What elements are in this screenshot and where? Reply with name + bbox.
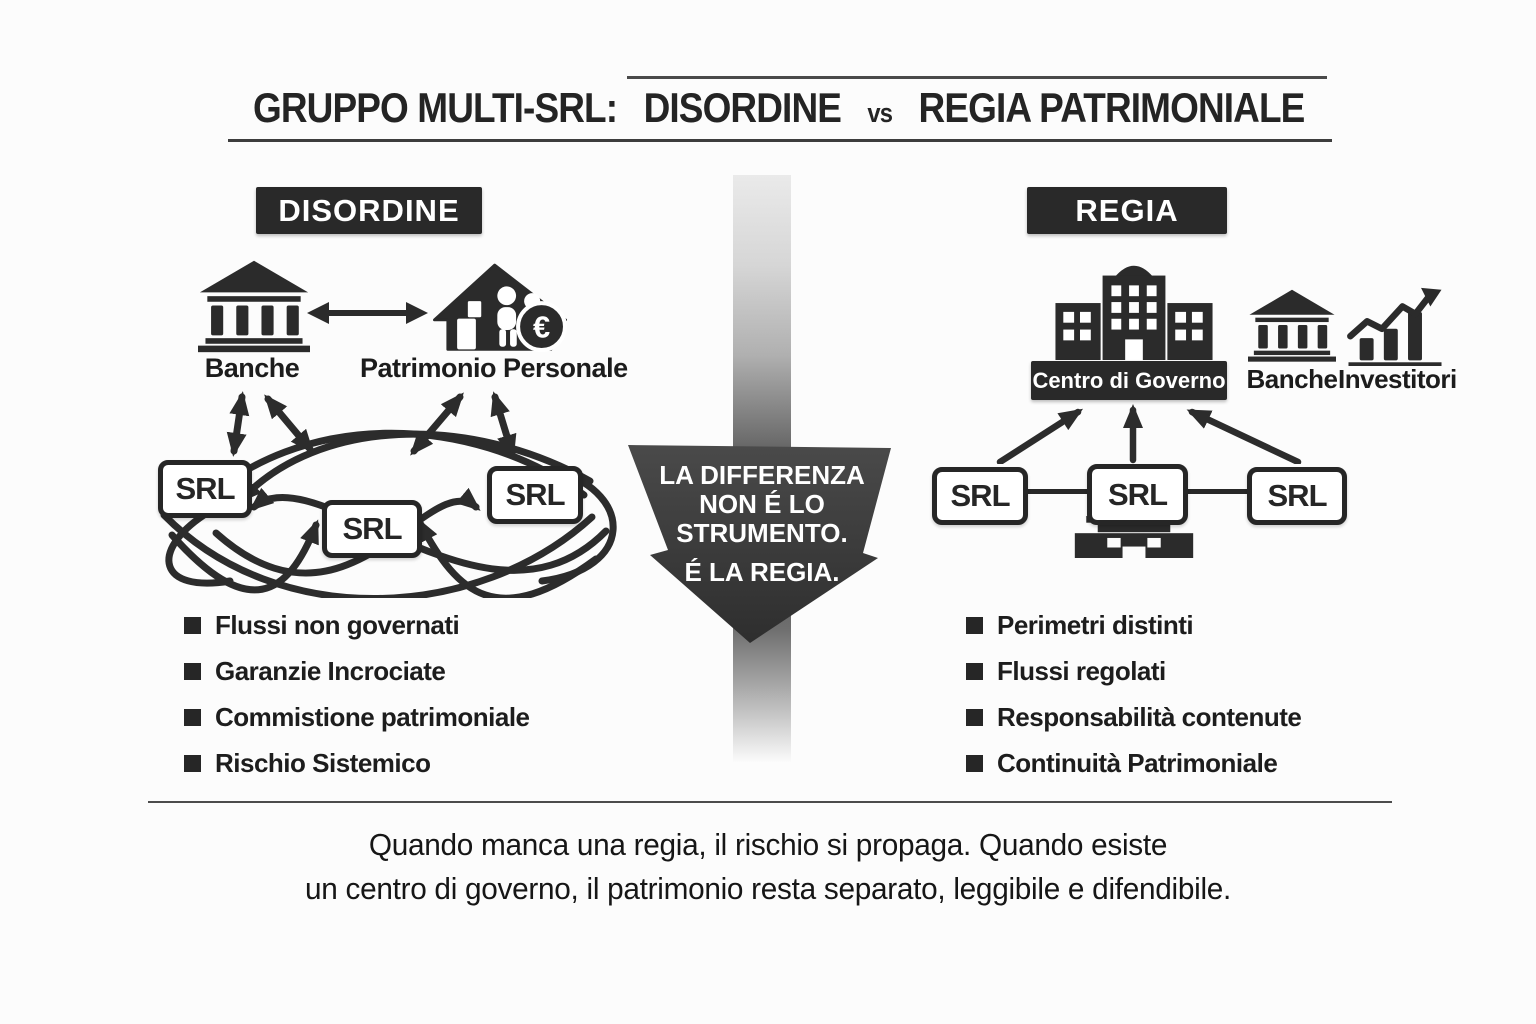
centro-di-governo-box: Centro di Governo bbox=[1031, 361, 1227, 400]
title-top-rule bbox=[627, 76, 1327, 79]
list-item: Garanzie Incrociate bbox=[184, 656, 530, 687]
bullet-square-icon bbox=[184, 755, 201, 772]
srl-connector-line bbox=[1178, 489, 1247, 494]
banche-right-text: Banche bbox=[1246, 364, 1338, 394]
growth-chart-icon bbox=[1347, 287, 1442, 366]
srl-label: SRL bbox=[175, 471, 236, 506]
bullet-square-icon bbox=[966, 617, 983, 634]
srl-box: SRL bbox=[1087, 464, 1188, 525]
bullet-text: Commistione patrimoniale bbox=[215, 702, 530, 732]
house-door bbox=[457, 318, 476, 350]
title-bottom-rule bbox=[228, 139, 1332, 142]
house-window bbox=[467, 301, 482, 318]
government-buildings-icon bbox=[1055, 265, 1213, 360]
house-family-euro-icon: € bbox=[433, 263, 567, 353]
euro-coin-icon bbox=[516, 301, 567, 353]
title-vs: vs bbox=[867, 98, 893, 128]
left-bullet-list: Flussi non governati Garanzie Incrociate… bbox=[184, 610, 530, 794]
arrow-text-line1: LA DIFFERENZA bbox=[659, 460, 865, 490]
list-item: Rischio Sistemico bbox=[184, 748, 530, 779]
banche-left-text: Banche bbox=[204, 353, 300, 383]
srl-label: SRL bbox=[950, 478, 1011, 513]
bullet-text: Responsabilità contenute bbox=[997, 702, 1302, 732]
left-panel-header: DISORDINE bbox=[256, 187, 482, 234]
list-item: Continuità Patrimoniale bbox=[966, 748, 1301, 779]
list-item: Flussi regolati bbox=[966, 656, 1301, 687]
building-windows bbox=[1063, 285, 1203, 360]
srl-connector-line bbox=[1018, 489, 1087, 494]
srl-box: SRL bbox=[932, 467, 1028, 525]
right-panel-header-label: REGIA bbox=[1075, 192, 1179, 228]
srl-box: SRL bbox=[487, 466, 583, 524]
investitori-text: Investitori bbox=[1338, 364, 1457, 394]
footer-caption: Quando manca una regia, il rischio si pr… bbox=[154, 828, 1383, 906]
arrow-text-line2: NON É LO bbox=[699, 489, 825, 519]
srl-box: SRL bbox=[158, 460, 252, 518]
center-arrow-message: LA DIFFERENZA NON É LO STRUMENTO. É LA R… bbox=[642, 461, 882, 587]
euro-symbol: € bbox=[533, 309, 550, 344]
bullet-text: Flussi regolati bbox=[997, 656, 1166, 686]
bank-building-icon bbox=[1248, 289, 1336, 362]
bullet-text: Perimetri distinti bbox=[997, 610, 1194, 640]
bullet-text: Garanzie Incrociate bbox=[215, 656, 446, 686]
bank-building-icon bbox=[198, 260, 310, 353]
governance-arrows-graphic bbox=[996, 404, 1302, 464]
banche-right-label: Banche bbox=[1244, 364, 1340, 395]
banche-left-label: Banche bbox=[192, 353, 312, 384]
bullet-text: Continuità Patrimoniale bbox=[997, 748, 1278, 778]
big-down-arrow-icon bbox=[628, 445, 891, 643]
bullet-square-icon bbox=[966, 709, 983, 726]
investitori-label: Investitori bbox=[1338, 364, 1457, 395]
title-left-term: DISORDINE bbox=[643, 84, 842, 131]
srl-box: SRL bbox=[322, 500, 422, 558]
bullet-square-icon bbox=[966, 755, 983, 772]
left-panel-header-label: DISORDINE bbox=[278, 192, 460, 228]
double-arrow-banche-patrimonio bbox=[307, 302, 428, 324]
bullet-square-icon bbox=[184, 709, 201, 726]
srl-label: SRL bbox=[1267, 478, 1328, 513]
srl-label: SRL bbox=[342, 511, 403, 546]
right-panel-header: REGIA bbox=[1027, 187, 1227, 234]
srl-label: SRL bbox=[1108, 476, 1168, 512]
list-item: Commistione patrimoniale bbox=[184, 702, 530, 733]
centro-di-governo-label: Centro di Governo bbox=[1032, 367, 1226, 393]
arrow-text-line3: STRUMENTO. bbox=[676, 518, 848, 548]
bullet-square-icon bbox=[966, 663, 983, 680]
bullet-text: Rischio Sistemico bbox=[215, 748, 431, 778]
footer-rule bbox=[148, 801, 1392, 803]
patrimonio-text: Patrimonio Personale bbox=[360, 353, 628, 383]
patrimonio-label: Patrimonio Personale bbox=[360, 353, 628, 384]
bullet-square-icon bbox=[184, 617, 201, 634]
srl-box: SRL bbox=[1247, 467, 1347, 525]
title-prefix: GRUPPO MULTI-SRL: bbox=[253, 84, 618, 131]
caption-line1: Quando manca una regia, il rischio si pr… bbox=[368, 827, 1168, 862]
bullet-text: Flussi non governati bbox=[215, 610, 460, 640]
list-item: Flussi non governati bbox=[184, 610, 530, 641]
bullet-square-icon bbox=[184, 663, 201, 680]
title-right-term: REGIA PATRIMONIALE bbox=[918, 84, 1306, 131]
list-item: Responsabilità contenute bbox=[966, 702, 1302, 733]
list-item: Perimetri distinti bbox=[966, 610, 1301, 641]
page-title: GRUPPO MULTI-SRL: DISORDINE vs REGIA PAT… bbox=[253, 84, 1306, 132]
right-bullet-list: Perimetri distinti Flussi regolati Respo… bbox=[966, 610, 1302, 794]
arrow-text-line4: É LA REGIA. bbox=[684, 557, 840, 587]
srl-label: SRL bbox=[505, 477, 566, 512]
caption-line2: un centro di governo, il patrimonio rest… bbox=[304, 871, 1232, 906]
